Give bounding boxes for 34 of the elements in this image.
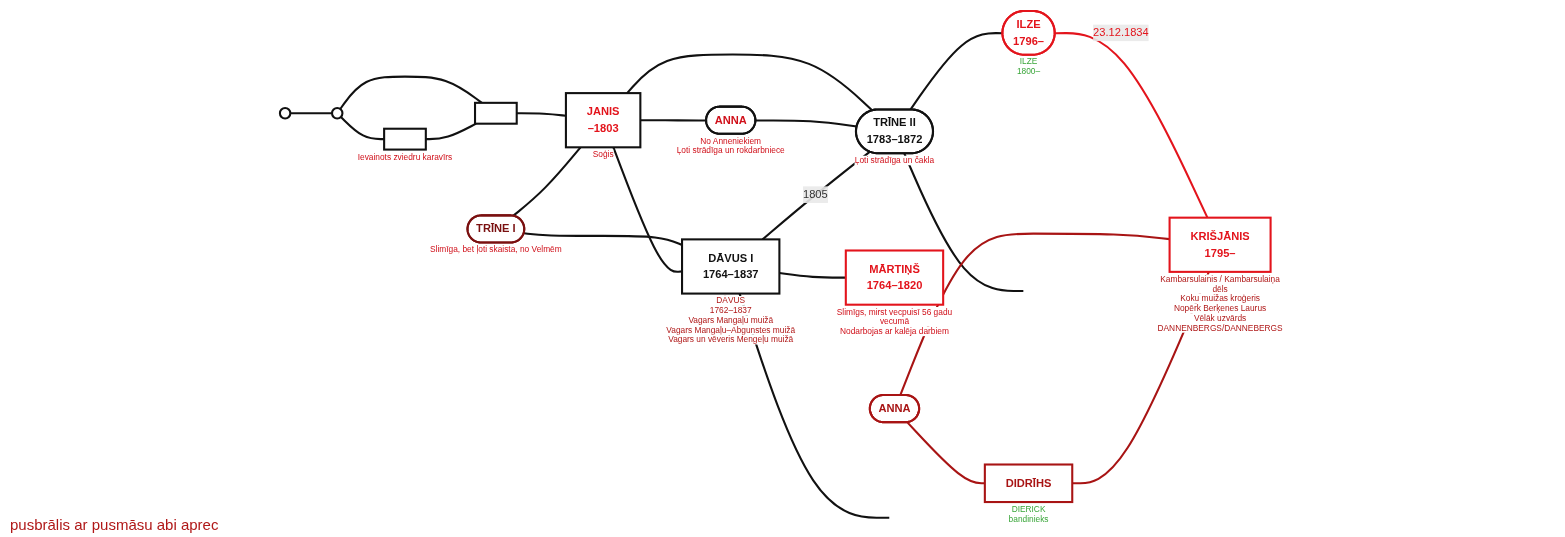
node-box	[473, 101, 518, 125]
node-circle	[278, 106, 291, 120]
connector	[611, 146, 682, 273]
connector	[339, 115, 384, 140]
node-box: DĀVUS I 1764–1837	[680, 237, 780, 295]
note-text: Ievainots zviedru karavīrs	[357, 151, 452, 161]
node-box: DIDRĪHS	[983, 462, 1073, 503]
node-box	[382, 127, 427, 151]
node-box: KRIŠJĀNIS 1795–	[1168, 216, 1272, 273]
connector	[906, 421, 985, 484]
edge-label: 1805	[802, 187, 828, 200]
note-text: pusbrālis ar pusmāsu abi aprec	[10, 516, 220, 533]
connector	[425, 122, 477, 140]
connector	[625, 53, 873, 111]
connector	[516, 111, 566, 117]
note-text: ILZE	[1019, 56, 1037, 67]
note-text: No Anneniekiem	[699, 135, 761, 146]
connector	[289, 111, 332, 114]
connector	[778, 271, 846, 279]
node-box: MĀRTIŅŠ 1764–1820	[844, 248, 944, 306]
note-text: 1800–	[1016, 66, 1040, 76]
connector	[639, 118, 706, 122]
note-text: Ļoti strādīga un rokdarbniece	[676, 145, 785, 155]
edge-label: 23.12.1834	[1092, 26, 1149, 38]
note-text: Slimīga, bet ļoti skaista, no Velmēm	[429, 244, 562, 254]
connector	[523, 231, 682, 246]
note-text: DĀVUS	[715, 295, 745, 305]
node-box: JANIS –1803	[564, 91, 641, 148]
node-circle	[330, 106, 343, 120]
connector	[902, 152, 1023, 292]
connector	[1054, 31, 1208, 218]
note-text: bandinieks	[1008, 513, 1048, 524]
connector	[338, 75, 482, 110]
connector	[511, 146, 581, 217]
